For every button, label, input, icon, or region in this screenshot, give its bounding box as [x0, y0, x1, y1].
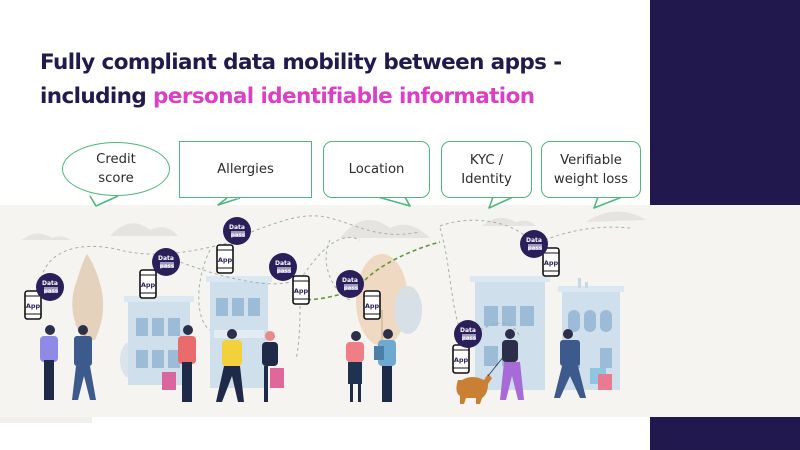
svg-text:App: App: [141, 281, 156, 289]
svg-text:pass: pass: [44, 289, 59, 295]
svg-text:pass: pass: [344, 286, 359, 292]
svg-text:App: App: [26, 302, 41, 310]
title-line-2-prefix: including: [40, 84, 154, 109]
bubble-credit-score: Credit score: [62, 142, 170, 196]
datapass-node-4: App Data pass: [269, 253, 310, 305]
bubble-weight-loss-line-1: Verifiable: [560, 152, 622, 168]
scene-lower-strip: [0, 417, 92, 423]
datapass-node-6: App Data pass: [520, 230, 560, 277]
svg-text:pass: pass: [160, 264, 175, 270]
bubble-allergies: Allergies: [179, 141, 312, 198]
svg-text:pass: pass: [231, 233, 246, 239]
svg-text:Data: Data: [275, 260, 291, 267]
data-flow-lines: [39, 215, 631, 361]
title-line-1: Fully compliant data mobility between ap…: [40, 50, 562, 75]
city-street-illustration: App Data pass App Data pass: [0, 205, 800, 417]
datapass-node-1: App Data pass: [24, 273, 64, 320]
side-panel-bottom: [650, 417, 800, 450]
svg-text:App: App: [365, 302, 380, 310]
bubble-kyc-line-2: Identity: [461, 171, 512, 187]
title-line-2-accent: personal identifiable information: [153, 84, 535, 109]
svg-text:Data: Data: [460, 327, 476, 334]
bubble-location: Location: [323, 141, 430, 198]
svg-text:Data: Data: [342, 277, 358, 284]
people-decoration: [40, 325, 612, 404]
side-panel-top: [650, 0, 800, 205]
svg-text:Data: Data: [42, 280, 58, 287]
bubble-credit-score-line-1: Credit: [96, 152, 136, 167]
svg-text:App: App: [454, 356, 469, 364]
svg-text:pass: pass: [277, 269, 292, 275]
svg-text:App: App: [294, 287, 309, 295]
svg-text:pass: pass: [462, 336, 477, 342]
clouds-decoration: [22, 211, 646, 240]
bubble-credit-score-line-2: score: [98, 171, 134, 186]
svg-text:Data: Data: [229, 224, 245, 231]
bubble-kyc-line-1: KYC /: [469, 152, 504, 168]
svg-text:pass: pass: [528, 246, 543, 252]
datapass-node-7: App Data pass: [452, 320, 482, 374]
svg-text:App: App: [544, 259, 559, 267]
slide-title: Fully compliant data mobility between ap…: [40, 46, 640, 114]
svg-text:Data: Data: [158, 255, 174, 262]
bubble-weight-loss-line-2: weight loss: [553, 171, 629, 187]
svg-text:App: App: [218, 256, 233, 264]
datapass-nodes: App Data pass App Data pass: [24, 217, 560, 374]
bubble-verifiable-weight-loss: Verifiable weight loss: [541, 141, 641, 198]
svg-text:Data: Data: [526, 237, 542, 244]
datapass-node-5: App Data pass: [336, 270, 381, 320]
street-scene-graphic: App Data pass App Data pass: [22, 211, 646, 404]
bubble-location-label: Location: [348, 162, 405, 177]
highlighted-link-2: [364, 241, 441, 281]
bubble-kyc-identity: KYC / Identity: [441, 141, 532, 198]
bubble-allergies-label: Allergies: [217, 162, 274, 177]
datapass-node-2: App Data pass: [139, 248, 180, 299]
datapass-node-3: App Data pass: [216, 217, 251, 274]
